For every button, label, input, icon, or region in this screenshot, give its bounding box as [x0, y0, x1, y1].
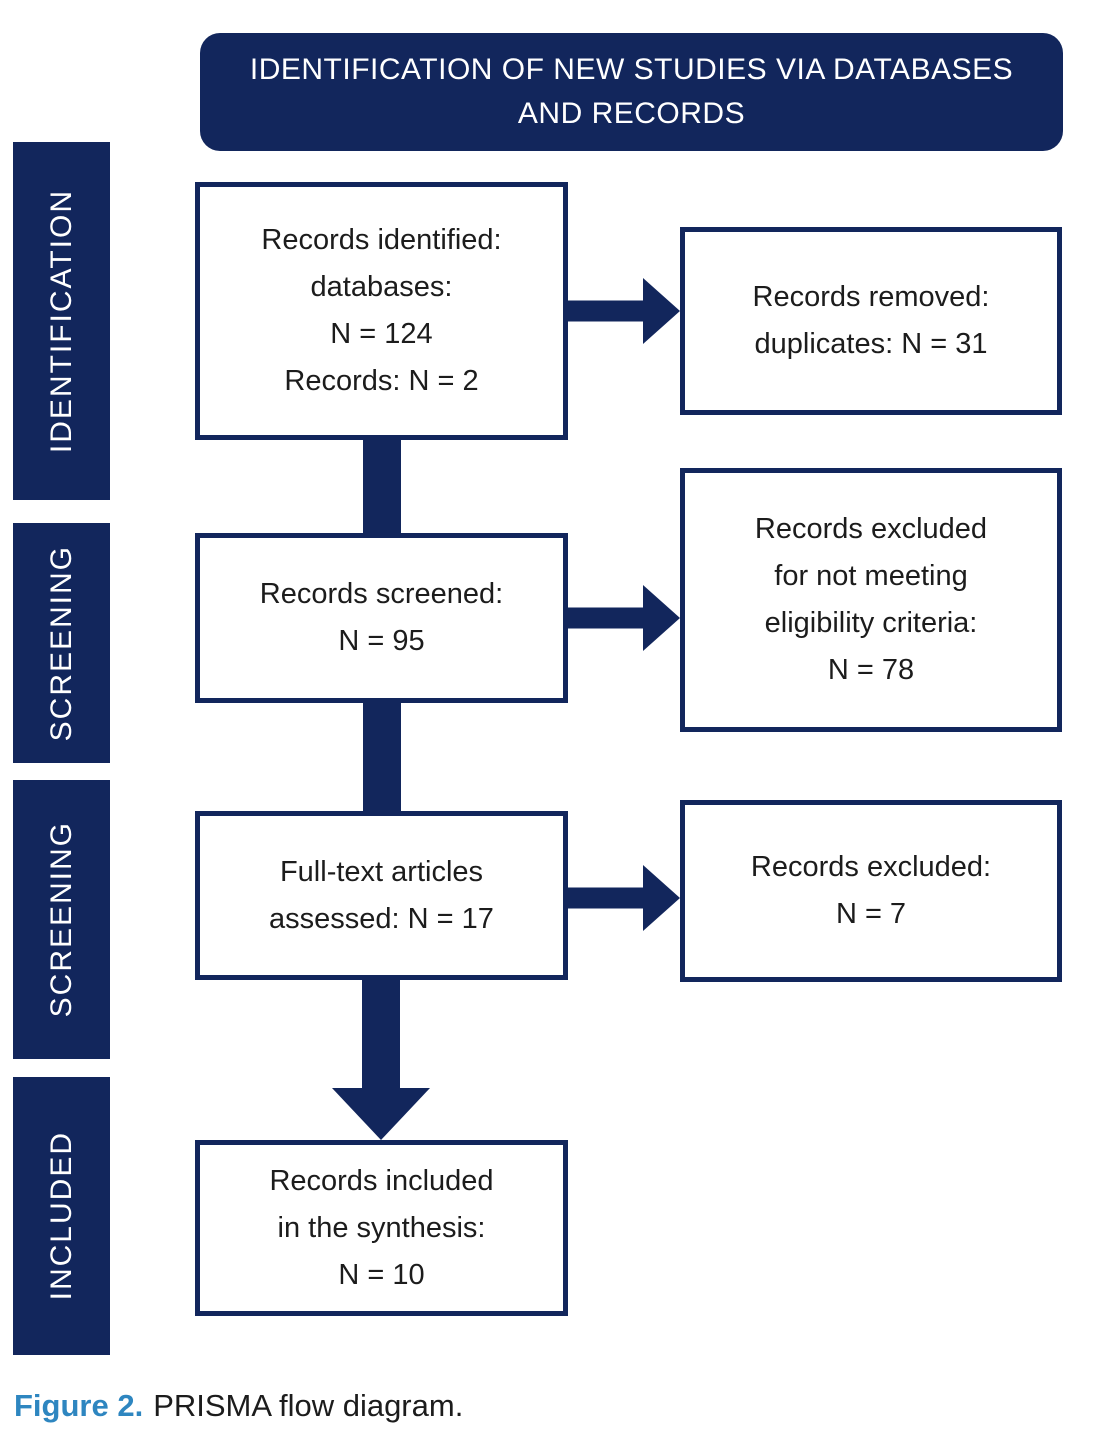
box-records-screened: Records screened: N = 95	[195, 533, 568, 703]
stage-bar-identification: IDENTIFICATION	[13, 142, 110, 500]
header-title: IDENTIFICATION OF NEW STUDIES VIA DATABA…	[249, 53, 1014, 130]
box-records-included: Records included in the synthesis: N = 1…	[195, 1140, 568, 1316]
box-text-line: databases:	[310, 271, 453, 303]
box-text-line: N = 10	[338, 1258, 425, 1291]
box-records-identified: Records identified: databases: N = 124 R…	[195, 182, 568, 440]
arrow-head-icon	[643, 585, 680, 651]
stage-label-screening-1: SCREENING	[44, 544, 78, 742]
box-text-line: N = 124	[330, 318, 433, 350]
arrow-shaft	[362, 978, 400, 1088]
box-text-line: for not meeting	[774, 560, 968, 592]
box-text-line: Records removed:	[752, 281, 990, 313]
figure-caption: Figure 2. PRISMA flow diagram.	[14, 1388, 463, 1424]
connector-identified-to-screened	[363, 438, 401, 535]
box-records-excluded-eligibility: Records excluded for not meeting eligibi…	[680, 468, 1062, 732]
arrow-head-icon	[643, 278, 680, 344]
figure-label: Figure 2.	[14, 1388, 144, 1423]
right-arrow-to-records-excluded	[566, 865, 680, 931]
box-fulltext-assessed: Full-text articles assessed: N = 17	[195, 811, 568, 980]
stage-bar-screening-1: SCREENING	[13, 523, 110, 763]
figure-caption-text: PRISMA flow diagram.	[153, 1388, 464, 1423]
right-arrow-to-records-excluded-eligibility	[566, 585, 680, 651]
box-records-removed: Records removed: duplicates: N = 31	[680, 227, 1062, 415]
arrow-shaft	[566, 300, 644, 322]
arrow-shaft	[566, 607, 644, 629]
box-text-line: eligibility criteria:	[764, 607, 978, 639]
box-text-line: Records: N = 2	[284, 365, 479, 397]
stage-bar-screening-2: SCREENING	[13, 780, 110, 1059]
box-text-line: Records included	[269, 1164, 494, 1197]
box-text-line: assessed: N = 17	[269, 902, 494, 935]
box-text-line: Records screened:	[259, 578, 504, 610]
box-text-line: N = 7	[835, 898, 907, 930]
box-text-line: N = 78	[827, 654, 915, 686]
stage-label-identification: IDENTIFICATION	[44, 188, 78, 454]
arrow-head-icon	[332, 1088, 430, 1140]
box-text-line: in the synthesis:	[277, 1211, 486, 1244]
box-text-line: N = 95	[338, 625, 425, 657]
arrow-head-icon	[643, 865, 680, 931]
box-records-excluded: Records excluded: N = 7	[680, 800, 1062, 982]
stage-label-screening-2: SCREENING	[44, 821, 78, 1018]
stage-label-included: INCLUDED	[44, 1131, 78, 1301]
box-text-line: Records excluded:	[750, 851, 992, 883]
right-arrow-to-records-removed	[566, 278, 680, 344]
stage-bar-included: INCLUDED	[13, 1077, 110, 1355]
box-text-line: Full-text articles	[279, 855, 484, 888]
box-text-line: duplicates: N = 31	[754, 328, 988, 360]
connector-screened-to-fulltext	[363, 701, 401, 813]
box-text-line: Records identified:	[261, 224, 502, 256]
header-box: IDENTIFICATION OF NEW STUDIES VIA DATABA…	[200, 33, 1063, 151]
box-text-line: Records excluded	[754, 513, 988, 545]
arrow-shaft	[566, 887, 644, 909]
